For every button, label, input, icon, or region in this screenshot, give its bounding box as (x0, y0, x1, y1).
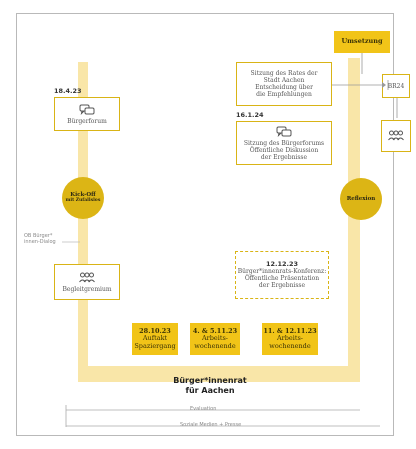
reflexion-label: Reflexion (346, 195, 376, 202)
session-line1: Arbeits- (201, 334, 229, 343)
side-note-line2: innen-Dialog (24, 239, 56, 245)
stadtrat-line1: Sitzung des Rates der (250, 70, 318, 77)
session-box: 28.10.23 Auftakt Spaziergang (132, 323, 178, 355)
session-date: 4. & 5.11.23 (192, 326, 238, 335)
forum-right-line1: Sitzung des Bürgerforums (243, 139, 325, 147)
konferenz-line2: Öffentliche Präsentation (244, 275, 320, 282)
kickoff-line2: mit Zufallslos (65, 198, 101, 203)
side-note-line1: OB Bürger* (24, 233, 53, 239)
session-date: 11. & 12.11.23 (263, 326, 317, 335)
session-line1: Auftakt (142, 334, 168, 343)
people-icon (387, 130, 405, 142)
forum-left-label: Bürgerforum (67, 117, 107, 125)
speech-bubbles-icon (276, 126, 292, 140)
right-group-box (381, 120, 411, 152)
begleit-label: Begleitgremium (62, 285, 112, 293)
left-path-band (78, 62, 88, 382)
stadtrat-line2: Stadt Aachen (263, 77, 305, 84)
stadtrat-line4: die Empfehlungen (256, 91, 312, 98)
br24-label: BR24 (387, 82, 405, 90)
reflexion-circle: Reflexion (340, 178, 382, 220)
br24-box: BR24 (382, 74, 410, 98)
forum-left-box: Bürgerforum (54, 97, 120, 131)
forum-right-line3: der Ergebnisse (260, 153, 308, 161)
session-date: 28.10.23 (139, 326, 171, 335)
right-path-band (348, 58, 360, 382)
side-note: OB Bürger* innen-Dialog (24, 233, 56, 245)
kickoff-line1: Kick-Off (70, 191, 96, 198)
session-line2: wochenende (194, 341, 236, 350)
speech-bubbles-icon (79, 104, 95, 118)
konferenz-line1: Bürger*innenrats-Konferenz: (237, 268, 327, 275)
bottom-path-band (78, 366, 360, 382)
session-line1: Arbeits- (276, 334, 304, 343)
forum-right-line2: Öffentliche Diskussion (249, 146, 319, 154)
session-box: 4. & 5.11.23 Arbeits- wochenende (190, 323, 240, 355)
forum-right-box: Sitzung des Bürgerforums Öffentliche Dis… (236, 121, 332, 165)
forum-right-date: 16.1.24 (236, 111, 264, 119)
stadtrat-line3: Entscheidung über (255, 84, 313, 91)
session-box: 11. & 12.11.23 Arbeits- wochenende (262, 323, 318, 355)
kickoff-circle: Kick-Off mit Zufallslos (62, 177, 104, 219)
right-connectors (332, 53, 398, 118)
session-line2: Spaziergang (134, 341, 176, 350)
stadtrat-box: Sitzung des Rates der Stadt Aachen Entsc… (236, 62, 332, 106)
people-icon (78, 272, 96, 286)
media-label: Soziale Medien + Presse (180, 422, 242, 428)
bottom-connectors (65, 405, 380, 427)
title-line1: Bürger*innenrat (173, 376, 247, 385)
evaluation-label: Evaluation (190, 406, 217, 412)
title-line2: für Aachen (185, 386, 235, 395)
begleit-box: Begleitgremium (54, 264, 120, 300)
konferenz-date: 12.12.23 (265, 260, 299, 268)
konferenz-line3: der Ergebnisse (258, 282, 306, 289)
session-line2: wochenende (269, 341, 311, 350)
umsetzung-label: Umsetzung (341, 37, 383, 46)
forum-left-date: 18.4.23 (54, 87, 82, 95)
konferenz-box: 12.12.23 Bürger*innenrats-Konferenz: Öff… (235, 251, 329, 299)
umsetzung-box: Umsetzung (334, 31, 390, 53)
side-note-connector (62, 241, 80, 243)
diagram-title: Bürger*innenrat für Aachen (150, 376, 270, 396)
